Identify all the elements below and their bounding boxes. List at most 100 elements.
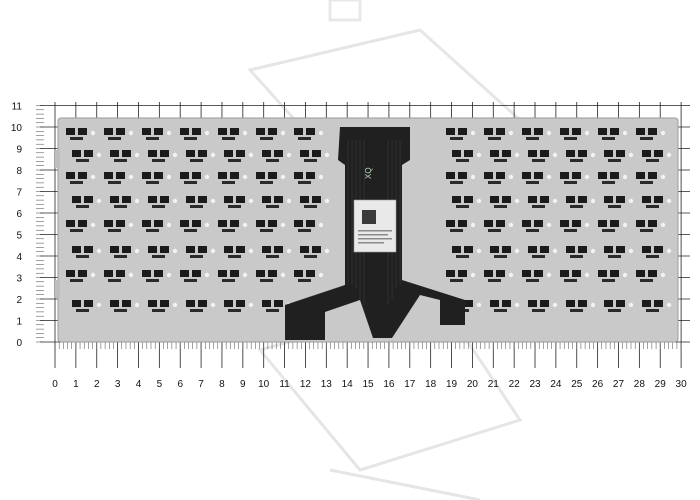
- screw-hole: [318, 130, 324, 136]
- screw-hole: [552, 302, 558, 308]
- key-clip: [298, 181, 311, 184]
- key-cutout: [484, 172, 493, 179]
- x-tick-label: 28: [634, 379, 646, 390]
- y-tick-label: 11: [12, 102, 23, 113]
- screw-hole: [134, 248, 140, 254]
- x-tick-label: 27: [613, 379, 625, 390]
- key-cutout: [610, 128, 619, 135]
- screw-hole: [90, 222, 96, 228]
- key-cutout: [66, 172, 75, 179]
- key-cutout: [104, 270, 113, 277]
- key-cutout: [642, 196, 651, 203]
- x-tick-label: 20: [467, 379, 479, 390]
- screw-hole: [210, 152, 216, 158]
- key-clip: [488, 279, 501, 282]
- key-clip: [526, 137, 539, 140]
- key-cutout: [268, 128, 277, 135]
- key-cutout: [300, 246, 309, 253]
- key-cutout: [104, 128, 113, 135]
- key-cutout: [458, 172, 467, 179]
- key-cutout: [148, 300, 157, 307]
- key-cutout: [268, 220, 277, 227]
- key-clip: [532, 205, 545, 208]
- screw-hole: [584, 272, 590, 278]
- key-cutout: [490, 196, 499, 203]
- key-cutout: [566, 246, 575, 253]
- key-cutout: [142, 172, 151, 179]
- x-tick-label: 30: [676, 379, 688, 390]
- key-clip: [184, 229, 197, 232]
- screw-hole: [622, 272, 628, 278]
- key-cutout: [654, 300, 663, 307]
- key-clip: [608, 159, 621, 162]
- screw-hole: [248, 152, 254, 158]
- key-cutout: [78, 128, 87, 135]
- key-clip: [152, 255, 165, 258]
- screw-hole: [666, 248, 672, 254]
- key-cutout: [446, 270, 455, 277]
- key-cutout: [528, 150, 537, 157]
- key-cutout: [446, 128, 455, 135]
- key-cutout: [312, 150, 321, 157]
- key-cutout: [116, 270, 125, 277]
- key-cutout: [154, 220, 163, 227]
- screw-hole: [204, 174, 210, 180]
- flex-cable: XQ: [285, 127, 465, 340]
- screw-hole: [96, 302, 102, 308]
- key-clip: [114, 159, 127, 162]
- key-cutout: [484, 128, 493, 135]
- key-clip: [450, 181, 463, 184]
- screw-hole: [242, 174, 248, 180]
- key-cutout: [306, 172, 315, 179]
- x-tick-label: 7: [198, 379, 204, 390]
- key-clip: [266, 205, 279, 208]
- key-cutout: [654, 150, 663, 157]
- key-cutout: [610, 270, 619, 277]
- screw-hole: [166, 272, 172, 278]
- screw-hole: [508, 222, 514, 228]
- key-cutout: [236, 300, 245, 307]
- screw-hole: [248, 198, 254, 204]
- key-cutout: [148, 196, 157, 203]
- key-clip: [190, 255, 203, 258]
- screw-hole: [470, 222, 476, 228]
- screw-hole: [280, 130, 286, 136]
- key-clip: [488, 229, 501, 232]
- key-clip: [260, 229, 273, 232]
- key-cutout: [66, 128, 75, 135]
- key-cutout: [262, 300, 271, 307]
- key-cutout: [78, 270, 87, 277]
- key-clip: [640, 181, 653, 184]
- key-cutout: [452, 196, 461, 203]
- key-clip: [114, 255, 127, 258]
- key-cutout: [218, 270, 227, 277]
- key-cutout: [484, 220, 493, 227]
- key-cutout: [560, 270, 569, 277]
- screw-hole: [318, 222, 324, 228]
- screw-hole: [508, 130, 514, 136]
- key-clip: [70, 279, 83, 282]
- key-cutout: [528, 300, 537, 307]
- key-cutout: [616, 300, 625, 307]
- screw-hole: [96, 198, 102, 204]
- key-cutout: [142, 270, 151, 277]
- y-tick-label: 6: [16, 209, 22, 220]
- key-clip: [450, 137, 463, 140]
- key-cutout: [534, 172, 543, 179]
- screw-hole: [128, 130, 134, 136]
- screw-hole: [622, 222, 628, 228]
- key-cutout: [446, 220, 455, 227]
- screw-hole: [590, 302, 596, 308]
- key-cutout: [534, 270, 543, 277]
- screw-hole: [128, 174, 134, 180]
- key-cutout: [566, 150, 575, 157]
- key-cutout: [490, 246, 499, 253]
- key-cutout: [274, 150, 283, 157]
- key-cutout: [502, 196, 511, 203]
- key-cutout: [274, 246, 283, 253]
- key-cutout: [534, 128, 543, 135]
- key-cutout: [654, 196, 663, 203]
